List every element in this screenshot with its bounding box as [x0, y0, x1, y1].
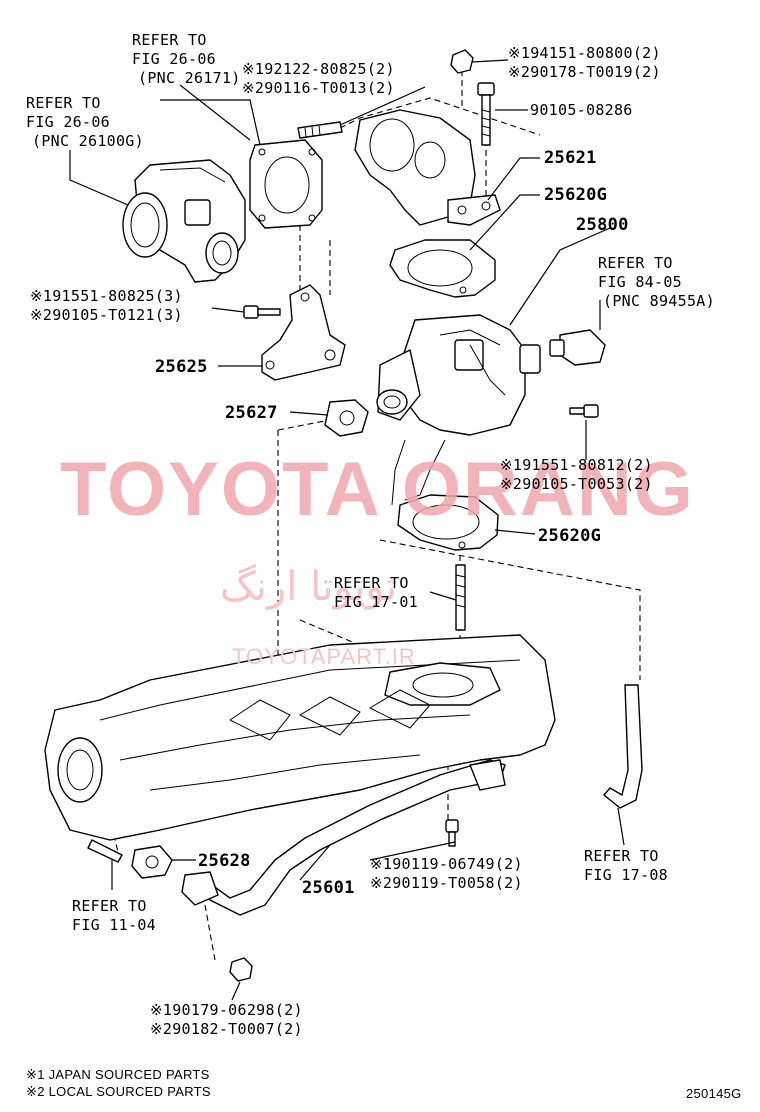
svg-text:(PNC 26100G)[interactable]: (PNC 26100G) [32, 132, 144, 150]
svg-text:※191551-80812(2)[interactable]: ※191551-80812(2) [500, 456, 653, 474]
gasket-26171-drawing [249, 139, 323, 229]
footnote-local: ※2 LOCAL SOURCED PARTS [26, 1084, 211, 1099]
svg-text:※290116-T0013(2)[interactable]: ※290116-T0013(2) [242, 79, 395, 97]
bolt-right-drawing [569, 404, 599, 418]
ref-gasket-26171[interactable]: REFER TO FIG 26-06 (PNC 26171) [132, 31, 241, 87]
svg-text:FIG 17-01[interactable]: FIG 17-01 [334, 593, 418, 611]
svg-text:※290105-T0053(2)[interactable]: ※290105-T0053(2) [500, 475, 653, 493]
egr-pipe-25601-drawing [181, 759, 506, 916]
svg-text:FIG 26-06[interactable]: FIG 26-06 [132, 50, 216, 68]
svg-text:FIG 11-04[interactable]: FIG 11-04 [72, 916, 156, 934]
svg-text:※190119-06749(2)[interactable]: ※190119-06749(2) [370, 855, 523, 873]
watermark-farsi: تویوتا ارنگ [220, 564, 397, 610]
part-number-25620g-bottom[interactable]: 25620G [538, 526, 601, 546]
svg-text:※290178-T0019(2)[interactable]: ※290178-T0019(2) [508, 63, 661, 81]
svg-text:(PNC 89455A)[interactable]: (PNC 89455A) [603, 292, 715, 310]
bolt-left-drawing [243, 305, 281, 319]
ref-stud[interactable]: REFER TO FIG 11-04 [72, 897, 156, 934]
intake-manifold-drawing [44, 634, 556, 841]
part-number-25621[interactable]: 25621 [544, 148, 597, 168]
watermark-site: TOYOTAPART.IR [232, 644, 416, 669]
svg-text:FIG 17-08[interactable]: FIG 17-08 [584, 866, 668, 884]
bolt-top-drawing [477, 82, 495, 146]
callout-bolt-pipe[interactable]: ※190119-06749(2) ※290119-T0058(2) [370, 855, 523, 892]
svg-text:※290119-T0058(2)[interactable]: ※290119-T0058(2) [370, 874, 523, 892]
svg-text:※194151-80800(2)[interactable]: ※194151-80800(2) [508, 44, 661, 62]
footnote-japan: ※1 JAPAN SOURCED PARTS [26, 1067, 210, 1082]
callout-nut-bottom[interactable]: ※190179-06298(2) ※290182-T0007(2) [150, 1001, 303, 1038]
egr-adapter-drawing [354, 109, 501, 226]
svg-text:REFER TO[interactable]: REFER TO [132, 31, 207, 49]
watermark: TOYOTA ORANG تویوتا ارنگ TOYOTAPART.IR [60, 447, 695, 669]
svg-text:REFER TO[interactable]: REFER TO [334, 574, 409, 592]
svg-text:REFER TO[interactable]: REFER TO [598, 254, 673, 272]
stud-bolt-lower-drawing [87, 839, 123, 863]
part-number-25627[interactable]: 25627 [225, 403, 278, 423]
part-number-25625[interactable]: 25625 [155, 357, 208, 377]
part-number-25620g-top[interactable]: 25620G [544, 185, 607, 205]
egr-valve-drawing [376, 314, 541, 506]
watermark-main: TOYOTA ORANG [60, 447, 695, 532]
svg-text:(PNC 26171)[interactable]: (PNC 26171) [138, 69, 241, 87]
hose-drawing [603, 684, 643, 809]
ref-intake[interactable]: REFER TO FIG 17-01 [334, 574, 418, 611]
throttle-body-drawing [122, 159, 246, 283]
ref-sensor[interactable]: REFER TO FIG 84-05 (PNC 89455A) [598, 254, 715, 310]
svg-text:※191551-80825(3)[interactable]: ※191551-80825(3) [30, 287, 183, 305]
ref-throttle-body[interactable]: REFER TO FIG 26-06 (PNC 26100G) [26, 94, 144, 150]
bracket-25625-drawing [261, 284, 346, 381]
svg-text:※290182-T0007(2)[interactable]: ※290182-T0007(2) [150, 1020, 303, 1038]
svg-text:※192122-80825(2)[interactable]: ※192122-80825(2) [242, 60, 395, 78]
ref-hose[interactable]: REFER TO FIG 17-08 [584, 847, 668, 884]
gasket-25620g-bottom-drawing [397, 494, 499, 551]
svg-text:FIG 84-05[interactable]: FIG 84-05 [598, 273, 682, 291]
leader-lines [69, 59, 625, 1001]
stud-bolt-middle-drawing [455, 564, 466, 631]
gasket-25628-drawing [131, 845, 173, 879]
part-number-25628[interactable]: 25628 [198, 851, 251, 871]
sensor-drawing [549, 329, 606, 366]
callout-bolt-right[interactable]: ※191551-80812(2) ※290105-T0053(2) [500, 456, 653, 493]
part-number-25800[interactable]: 25800 [576, 215, 629, 235]
figure-code: 250145G [686, 1086, 742, 1101]
nut-top-drawing [450, 49, 474, 74]
svg-text:※290105-T0121(3)[interactable]: ※290105-T0121(3) [30, 306, 183, 324]
footnotes: ※1 JAPAN SOURCED PARTS ※2 LOCAL SOURCED … [26, 1067, 211, 1099]
callout-bolt-top[interactable]: 90105-08286 [530, 101, 633, 119]
svg-text:REFER TO[interactable]: REFER TO [26, 94, 101, 112]
gasket-25627-drawing [324, 399, 369, 437]
gasket-25620g-top-drawing [389, 239, 496, 298]
nut-bottom-drawing [229, 957, 253, 982]
svg-text:REFER TO[interactable]: REFER TO [72, 897, 147, 915]
callout-nut-top[interactable]: ※194151-80800(2) ※290178-T0019(2) [508, 44, 661, 81]
part-number-25601[interactable]: 25601 [302, 878, 355, 898]
callout-bolt-left[interactable]: ※191551-80825(3) ※290105-T0121(3) [30, 287, 183, 324]
callout-stud-top[interactable]: ※192122-80825(2) ※290116-T0013(2) [242, 60, 395, 97]
svg-text:FIG 26-06[interactable]: FIG 26-06 [26, 113, 110, 131]
svg-text:※190179-06298(2)[interactable]: ※190179-06298(2) [150, 1001, 303, 1019]
svg-text:REFER TO[interactable]: REFER TO [584, 847, 659, 865]
bolt-pipe-drawing [445, 819, 459, 847]
stud-bolt-top-drawing [297, 121, 343, 139]
